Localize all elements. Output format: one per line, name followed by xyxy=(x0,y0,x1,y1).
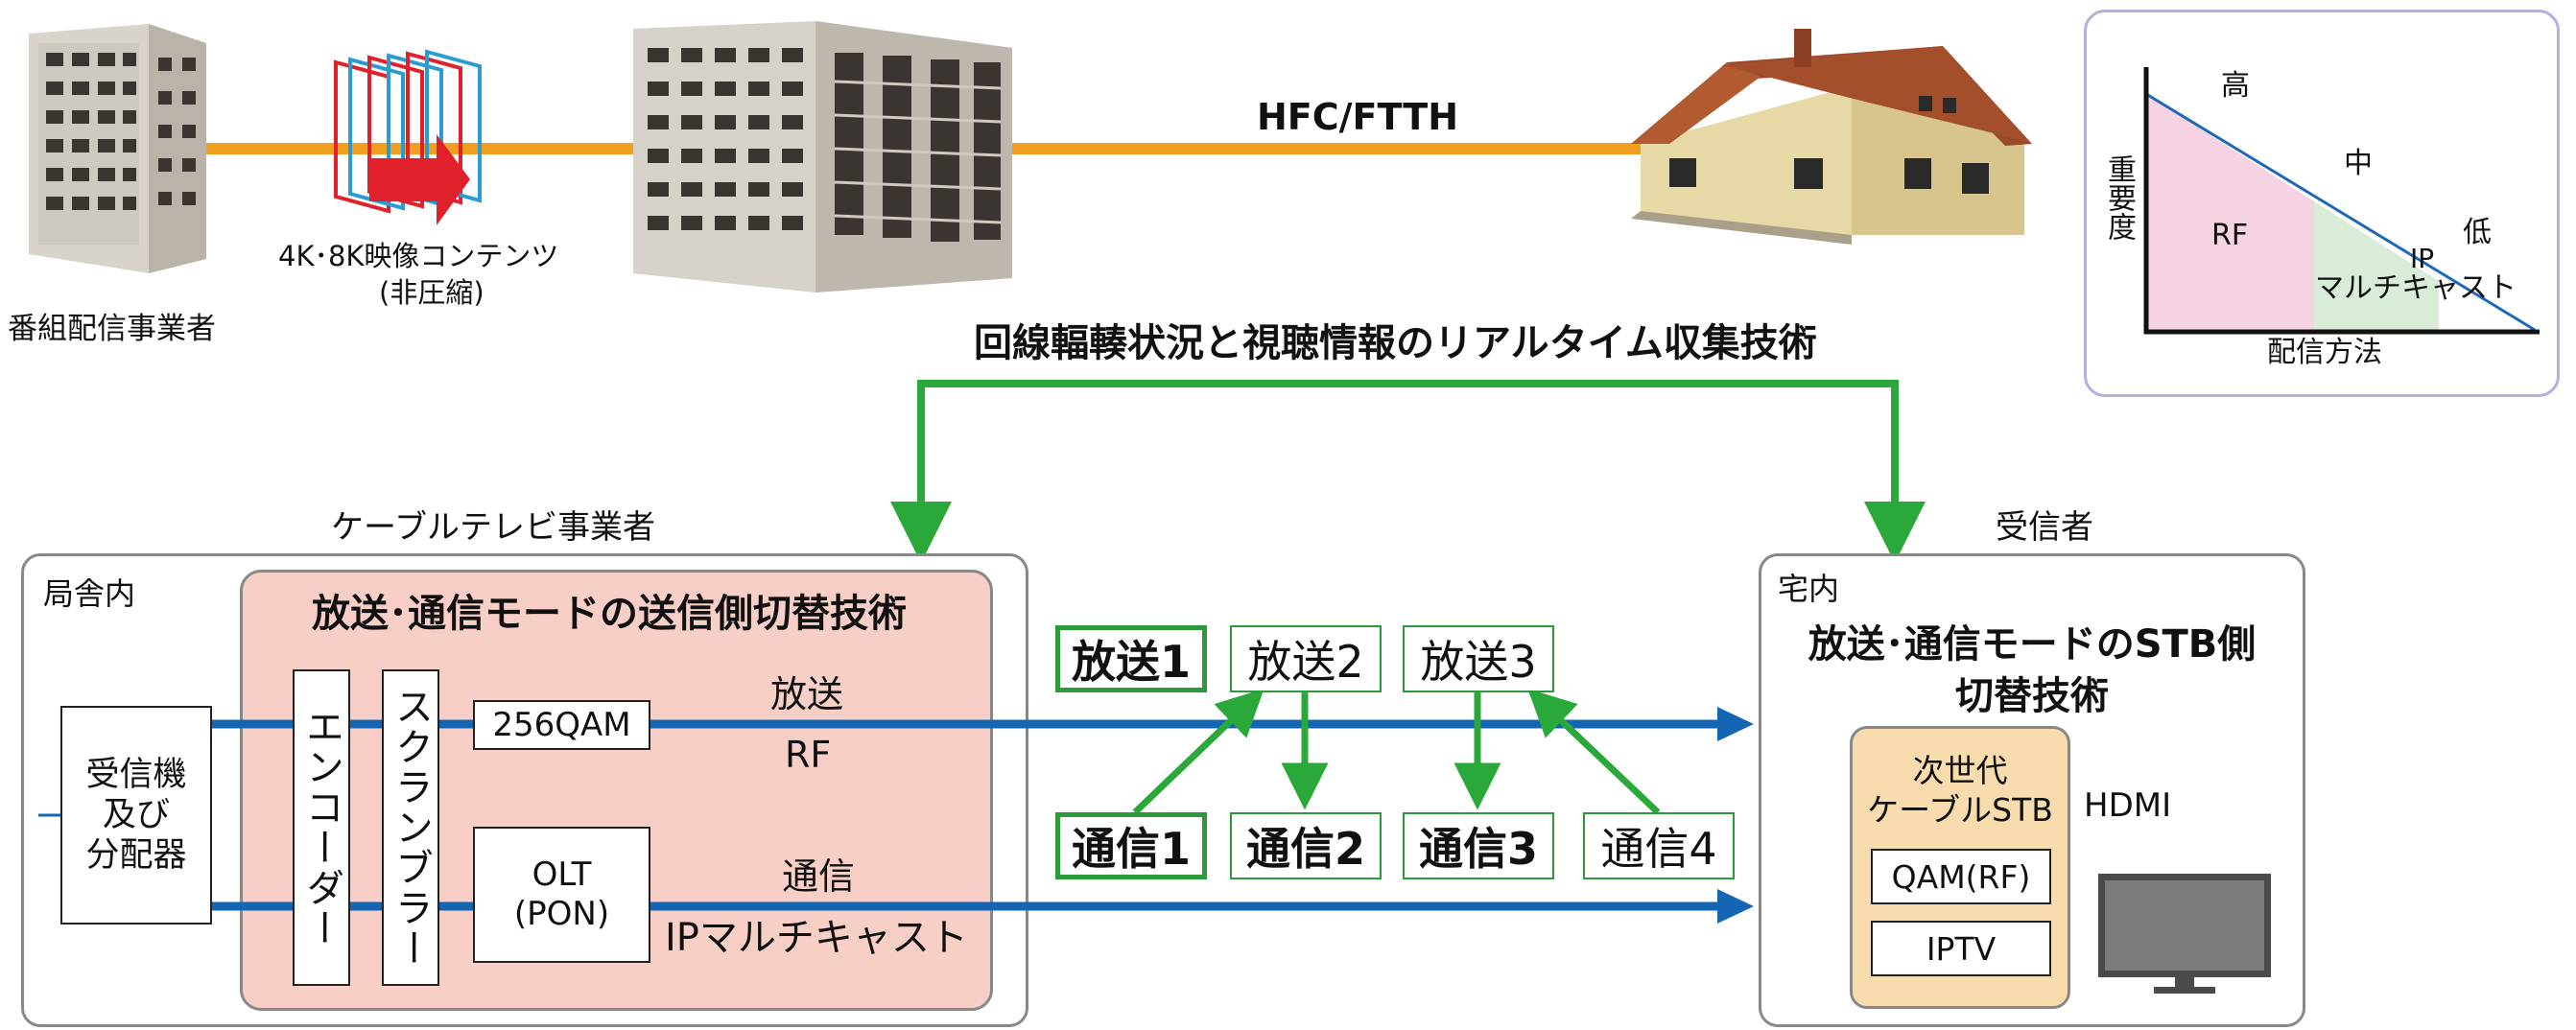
red-arrow-icon xyxy=(369,134,470,225)
receiver-line1: 受信機 xyxy=(85,756,187,794)
ipmc-label: IPマルチキャスト xyxy=(665,916,968,960)
inset-rf: RF xyxy=(2211,219,2249,252)
video-frames-icon xyxy=(334,49,482,214)
receiver-line3: 分配器 xyxy=(85,836,187,875)
inset-ylabel: 重要度 xyxy=(2102,154,2136,241)
provider-label: 番組配信事業者 xyxy=(8,312,216,346)
broadcast-label: 放送 xyxy=(770,673,844,715)
importance-line xyxy=(2145,92,2536,332)
step-broadcast-1: 放送1 xyxy=(1055,625,1207,692)
home-label: 宅内 xyxy=(1778,571,1840,607)
tv-icon xyxy=(2098,874,2271,994)
step-arrow-c1-b2 xyxy=(1132,689,1264,815)
link-label: HFC/FTTH xyxy=(1257,96,1459,138)
realtime-label: 回線輻輳状況と視聴情報のリアルタイム収集技術 xyxy=(974,321,1817,365)
stb-switch-title-line1: 放送･通信モードのSTB側 xyxy=(1808,622,2257,667)
comm-arrowhead xyxy=(1717,889,1754,924)
step-comm-3: 通信3 xyxy=(1403,812,1554,879)
olt-line1: OLT xyxy=(532,855,592,895)
station-label: 局舎内 xyxy=(43,575,136,612)
realtime-arrow-left xyxy=(890,380,1343,563)
step-broadcast-2: 放送2 xyxy=(1230,625,1382,692)
inset-mid: 中 xyxy=(2344,147,2373,180)
broadcast-arrowhead xyxy=(1717,707,1754,741)
inset-multicast: マルチキャスト xyxy=(2315,271,2517,305)
step-comm-1: 通信1 xyxy=(1055,812,1207,879)
receiver-title: 受信者 xyxy=(1996,508,2093,547)
realtime-arrow-right xyxy=(1343,380,1926,563)
inset-ip: IP xyxy=(2410,243,2435,274)
stb-label: 次世代 ケーブルSTB xyxy=(1850,751,2070,831)
step-arrow-c4-b3 xyxy=(1527,689,1661,815)
provider-building-icon xyxy=(29,24,206,273)
content-label-line2: (非圧縮) xyxy=(379,276,484,309)
receiver-splitter-box: 受信機 及び 分配器 xyxy=(60,706,212,925)
stb-label-line1: 次世代 xyxy=(1912,752,2008,789)
content-label-line1: 4K･8K映像コンテンツ xyxy=(278,240,559,272)
house-icon xyxy=(1631,29,2032,245)
qam-rf-box: QAM(RF) xyxy=(1871,849,2051,904)
inset-plot xyxy=(2143,67,2540,335)
inset-xlabel: 配信方法 xyxy=(2267,336,2382,369)
inset-low: 低 xyxy=(2463,216,2492,249)
hdmi-label: HDMI xyxy=(2084,786,2172,825)
comm-label: 通信 xyxy=(782,855,856,898)
olt-box: OLT (PON) xyxy=(473,827,650,963)
iptv-box: IPTV xyxy=(1871,921,2051,976)
rf-region xyxy=(2146,94,2314,330)
step-broadcast-3: 放送3 xyxy=(1403,625,1554,692)
inset-chart: 重要度 配信方法 高 中 低 RF IP マルチキャスト xyxy=(2084,10,2560,397)
qam-box: 256QAM xyxy=(473,700,650,750)
encoder-box: エンコーダー xyxy=(293,669,350,986)
step-comm-2: 通信2 xyxy=(1230,812,1382,879)
inset-high: 高 xyxy=(2221,69,2250,103)
step-comm-4: 通信4 xyxy=(1583,812,1735,879)
stb-switch-title-line2: 切替技術 xyxy=(1955,674,2109,718)
stb-label-line2: ケーブルSTB xyxy=(1867,791,2053,830)
stb-switch-title: 放送･通信モードのSTB側 切替技術 xyxy=(1759,619,2305,722)
switch-title: 放送･通信モードの送信側切替技術 xyxy=(312,592,907,636)
receiver-line2: 及び xyxy=(102,796,170,834)
olt-line2: (PON) xyxy=(513,895,610,933)
cable-operator-title: ケーブルテレビ事業者 xyxy=(331,508,655,547)
headend-building-icon xyxy=(633,21,1012,293)
rf-label: RF xyxy=(785,734,832,776)
ip-region xyxy=(2314,201,2439,330)
scrambler-box: スクランブラー xyxy=(382,669,439,986)
